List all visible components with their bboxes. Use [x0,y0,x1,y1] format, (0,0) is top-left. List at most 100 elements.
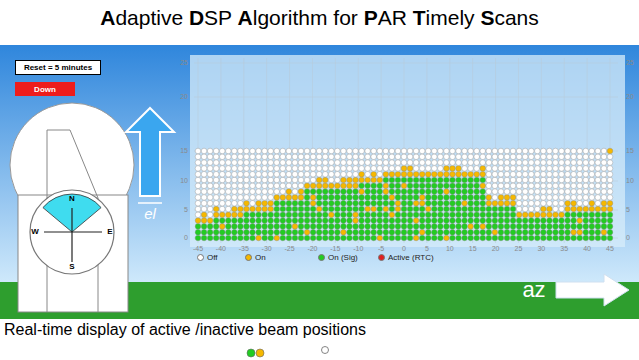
beam-dot [480,229,486,235]
beam-dot [534,183,540,189]
beam-dot [262,189,268,195]
beam-dot [274,166,280,172]
beam-dot [316,171,322,177]
beam-dot [274,212,280,218]
beam-dot [238,183,244,189]
compass-letter: S [69,263,74,272]
beam-dot [389,235,395,241]
beam-dot [431,212,437,218]
beam-dot [553,195,559,201]
beam-dot [438,189,444,195]
beam-dot [310,235,316,241]
beam-dot [268,171,274,177]
beam-dot [486,195,492,201]
beam-dot [359,177,365,183]
beam-dot [601,160,607,166]
beam-dot [213,166,219,172]
beam-dot [425,171,431,177]
beam-dot [522,183,528,189]
status-box: Down [15,82,75,96]
beam-dot [565,200,571,206]
beam-dot [547,189,553,195]
beam-dot [238,177,244,183]
beam-dot [571,160,577,166]
beam-dot [377,166,383,172]
beam-dot [335,200,341,206]
beam-dot [438,148,444,154]
beam-dot [510,218,516,224]
beam-dot [474,235,480,241]
beam-dot [256,218,262,224]
beam-dot [389,189,395,195]
beam-dot [504,224,510,230]
beam-dot [583,166,589,172]
beam-dot [219,171,225,177]
beam-dot [395,212,401,218]
legend-text: On [255,253,266,262]
beam-dot [528,166,534,172]
beam-dot [286,148,292,154]
beam-dot [359,235,365,241]
beam-dot [365,148,371,154]
beam-dot [268,166,274,172]
beam-dot [565,148,571,154]
beam-dot [353,218,359,224]
beam-dot [480,212,486,218]
beam-dot [280,212,286,218]
beam-dot [413,212,419,218]
beam-dot [541,200,547,206]
beam-dot [316,148,322,154]
beam-dot [383,166,389,172]
beam-dot [401,212,407,218]
beam-dot [444,177,450,183]
beam-dot [304,206,310,212]
beam-dot [462,171,468,177]
beam-dot [244,218,250,224]
beam-dot [492,212,498,218]
beam-dot [377,195,383,201]
beam-dot [541,195,547,201]
beam-dot [577,195,583,201]
beam-dot [577,229,583,235]
beam-dot [238,166,244,172]
beam-dot [607,224,613,230]
beam-dot [347,171,353,177]
beam-dot [268,177,274,183]
beam-dot [401,200,407,206]
beam-dot [589,206,595,212]
beam-dot [541,171,547,177]
beam-dot [571,195,577,201]
beam-dot [238,160,244,166]
beam-dot [244,148,250,154]
beam-dot [286,235,292,241]
beam-dot [328,195,334,201]
beam-dot [195,166,201,172]
legend-item: Active (RTC) [378,253,434,262]
beam-dot [425,229,431,235]
beam-dot [522,148,528,154]
beam-dot [365,166,371,172]
beam-dot [316,235,322,241]
beam-dot [601,206,607,212]
beam-dot [316,200,322,206]
beam-dot [377,154,383,160]
beam-dot [292,195,298,201]
beam-dot [528,195,534,201]
beam-dot [492,160,498,166]
beam-dot [589,235,595,241]
beam-dot [286,154,292,160]
beam-dot [577,224,583,230]
beam-dot [401,229,407,235]
beam-dot [522,212,528,218]
beam-dot [413,218,419,224]
beam-dot [347,218,353,224]
beam-dot [480,218,486,224]
beam-dot [504,206,510,212]
beam-dot [565,212,571,218]
beam-dot [438,200,444,206]
beam-dot [534,171,540,177]
beam-dot [365,195,371,201]
beam-dot [444,195,450,201]
beam-dot [534,200,540,206]
beam-dot [547,212,553,218]
